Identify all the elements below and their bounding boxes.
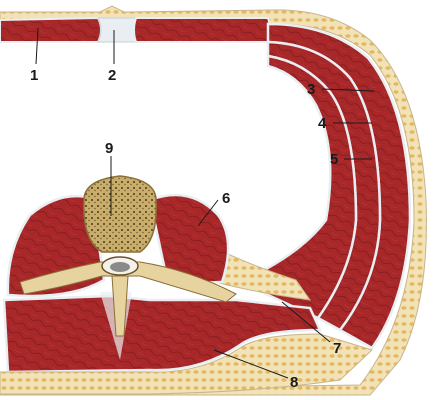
label-3: 3: [307, 81, 315, 98]
label-8: 8: [290, 374, 298, 391]
leader-3: [321, 88, 375, 92]
rectus-muscle-right: [133, 17, 271, 43]
posterior-muscles: [2, 193, 322, 374]
label-7: 7: [333, 340, 341, 357]
transversus-abdominis: [236, 54, 358, 320]
top-skin-strip: [0, 5, 427, 396]
leader-lines: [35, 27, 375, 379]
erector-spinae-right: [148, 193, 230, 286]
linea-alba: [97, 17, 137, 43]
label-6: 6: [222, 190, 230, 207]
label-1: 1: [30, 67, 38, 84]
spinous-process: [111, 275, 129, 337]
spinal-cord: [110, 262, 130, 272]
rectus-muscle-left: [0, 16, 102, 43]
anterior-body-wall: [0, 5, 427, 396]
leader-1: [35, 27, 39, 65]
label-5: 5: [330, 151, 338, 168]
bottom-skin-strip: [0, 333, 373, 395]
vertebra: [19, 175, 237, 337]
leader-8: [213, 349, 289, 379]
label-2: 2: [108, 67, 116, 84]
latissimus-dorsi: [2, 294, 322, 374]
label-9: 9: [105, 140, 113, 157]
transverse-processes: [19, 261, 237, 303]
number-labels: 1 2 3 4 5 6 7 8 9: [30, 67, 341, 391]
lateral-abdominal-wall: [236, 22, 412, 350]
leader-6: [197, 199, 219, 227]
vertebral-body: [83, 175, 157, 253]
leader-7: [281, 301, 331, 343]
label-4: 4: [318, 115, 327, 132]
